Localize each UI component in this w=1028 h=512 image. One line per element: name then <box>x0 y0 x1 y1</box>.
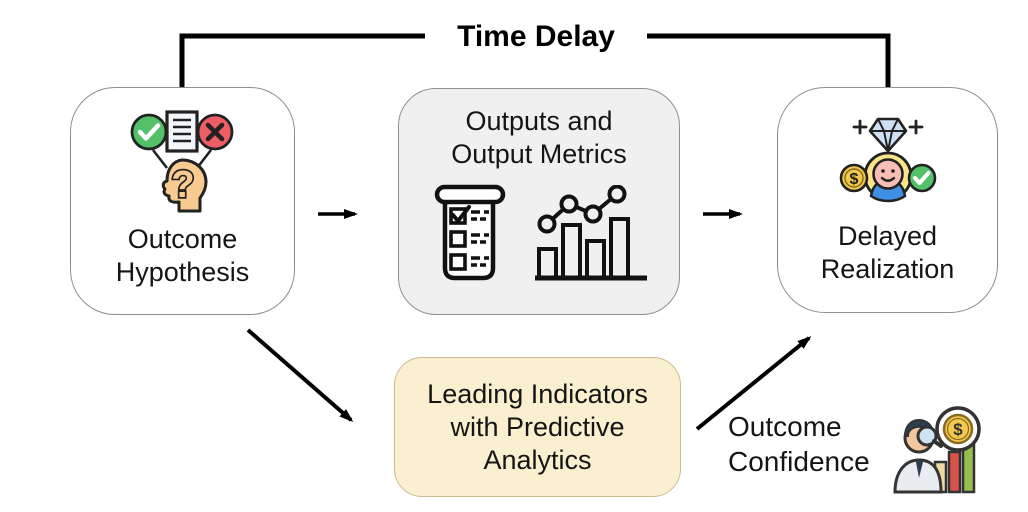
document-icon <box>164 110 199 153</box>
smiley-face-icon <box>871 158 904 190</box>
diagram-title: Time Delay <box>457 20 615 53</box>
checklist-icon <box>434 184 506 281</box>
hypothesis-head-icon: ? <box>130 110 233 213</box>
arrow-hypothesis-to-leading <box>246 328 354 422</box>
bar-red <box>947 450 962 494</box>
dollar-coin-icon <box>942 413 974 445</box>
analyst-magnifier-icon: $ <box>893 406 981 494</box>
node-outputs-metrics: Outputs and Output Metrics <box>398 88 680 315</box>
node-leading-indicators: Leading Indicators with Predictive Analy… <box>394 357 681 497</box>
diamond-icon <box>868 117 907 153</box>
node-label: Outcome Hypothesis <box>115 224 250 287</box>
outputs-icons <box>427 183 651 283</box>
analyst-tie <box>916 459 923 478</box>
bar-line-chart-icon <box>535 185 647 281</box>
dollar-glyph: $ <box>953 420 963 439</box>
node-label: Delayed Realization <box>820 221 955 284</box>
sparkle-icon <box>908 119 923 135</box>
small-magnifier-lens <box>916 425 938 447</box>
question-mark-glyph: ? <box>171 164 194 206</box>
node-outcome-hypothesis: ? Outcome Hypothesis <box>70 87 295 315</box>
dollar-glyph: $ <box>849 171 858 188</box>
sparkle-icon <box>852 119 867 135</box>
head-profile-icon <box>161 158 207 213</box>
node-label: Outputs and Output Metrics <box>451 106 627 169</box>
node-label: Leading Indicators with Predictive Analy… <box>427 378 648 475</box>
outcome-confidence-label: Outcome Confidence <box>728 411 870 477</box>
node-delayed-realization: $ Delayed Realization <box>777 87 998 313</box>
reward-person-icon: $ <box>839 117 936 203</box>
